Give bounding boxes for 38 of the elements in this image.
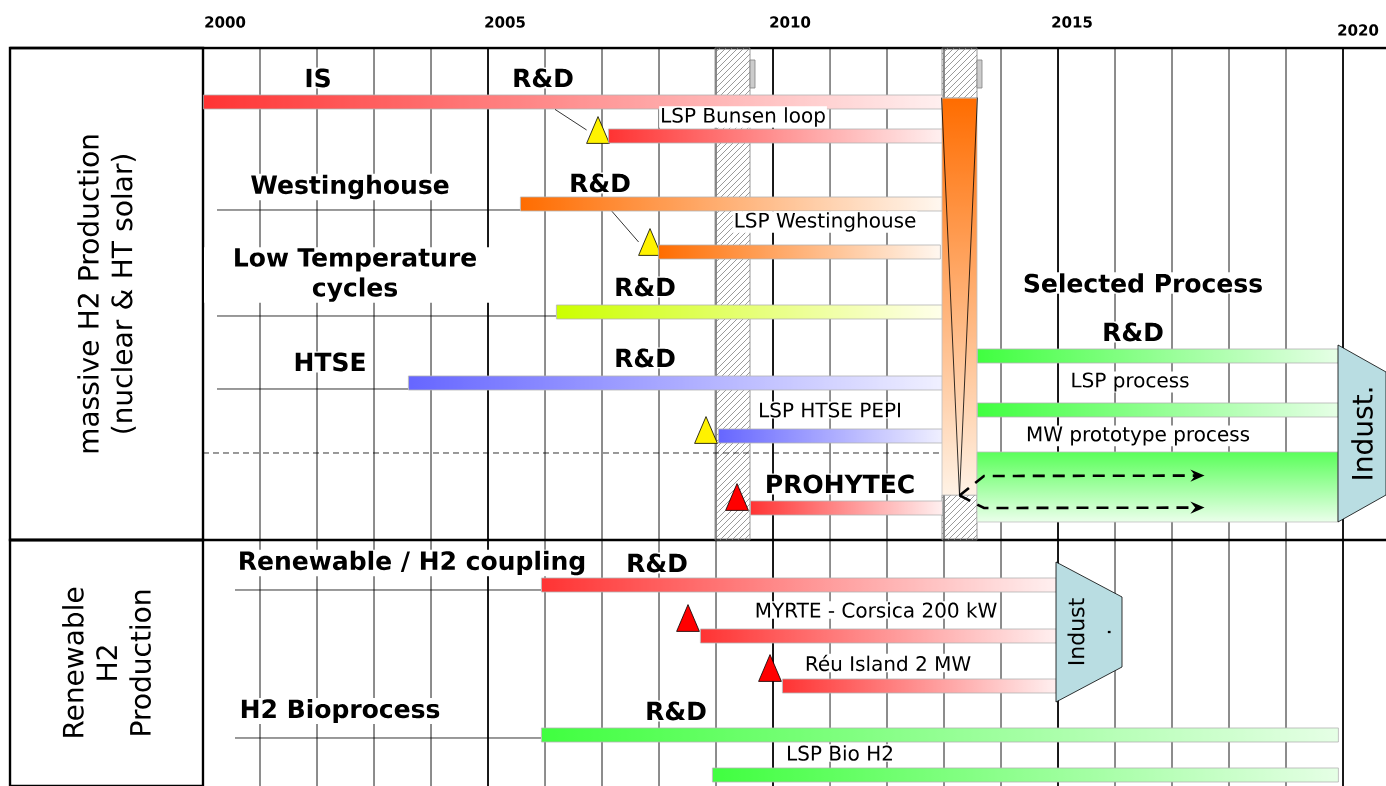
bar-label: MW prototype process bbox=[1024, 425, 1252, 447]
funnel-bar bbox=[941, 97, 978, 496]
year-label: 2000 bbox=[203, 15, 247, 29]
bar-label: LSP Bio H2 bbox=[785, 744, 895, 762]
bar-label: LSP Westinghouse bbox=[732, 211, 918, 233]
leader-line bbox=[611, 211, 639, 243]
category-cell: massive H2 Production (nuclear & HT solar) bbox=[8, 46, 205, 542]
year-label: 2010 bbox=[768, 15, 812, 29]
milestone-triangle bbox=[758, 654, 782, 682]
milestone-triangle bbox=[676, 604, 700, 632]
bar-label: PROHYTEC bbox=[763, 473, 917, 495]
row-heading: Westinghouse bbox=[249, 173, 451, 201]
milestone-triangle bbox=[725, 483, 749, 511]
category-cell: Renewable H2 Production bbox=[8, 538, 205, 786]
bar-label: R&D bbox=[613, 276, 677, 298]
row-heading: Low Temperature cycles bbox=[204, 247, 506, 303]
bar-label: R&D bbox=[613, 347, 677, 369]
bar-label: R&D bbox=[568, 172, 632, 194]
bar-label: R&D bbox=[625, 552, 689, 574]
row-heading: H2 Bioprocess bbox=[238, 697, 442, 725]
bar-label: LSP Bunsen loop bbox=[659, 106, 827, 128]
bar-label: LSP HTSE PEPI bbox=[757, 401, 903, 419]
year-label: 2020 bbox=[1336, 23, 1380, 37]
row-heading: HTSE bbox=[292, 351, 368, 373]
row-heading: Renewable / H2 coupling bbox=[236, 549, 588, 577]
bar-label: Réu Island 2 MW bbox=[803, 653, 973, 673]
row-heading: IS bbox=[303, 67, 333, 89]
leader-line bbox=[554, 109, 587, 131]
year-label: 2005 bbox=[483, 15, 527, 29]
bar-label: R&D bbox=[644, 700, 708, 722]
bar-label: R&D bbox=[511, 67, 575, 89]
milestone-triangle bbox=[586, 116, 610, 144]
year-label: 2015 bbox=[1050, 15, 1094, 29]
milestone-triangle bbox=[694, 416, 718, 444]
bar-label: MYRTE - Corsica 200 kW bbox=[753, 601, 999, 619]
row-heading: Selected Process bbox=[1021, 272, 1265, 294]
bar-label: LSP process bbox=[1069, 371, 1191, 393]
bar-label: R&D bbox=[1101, 321, 1165, 343]
